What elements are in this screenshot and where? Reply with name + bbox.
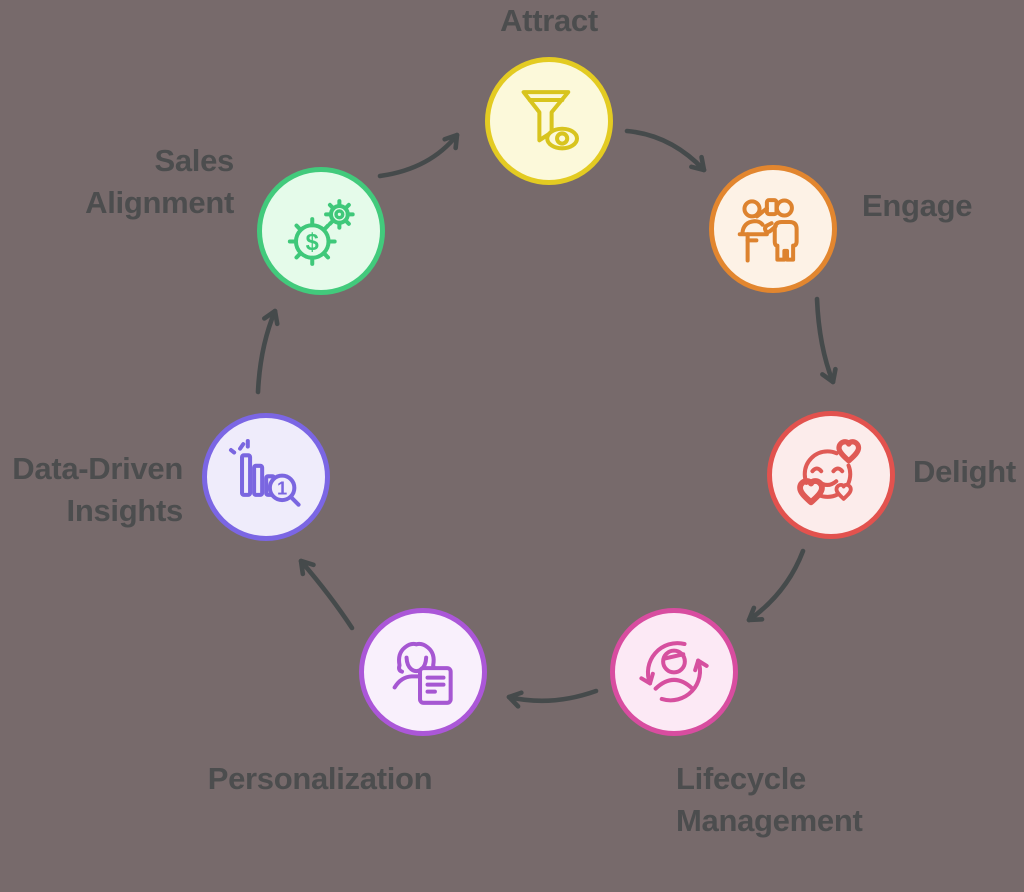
funnel-eye-icon xyxy=(521,90,580,151)
magnifier-shape: 1 xyxy=(267,473,301,507)
person-cycle-icon xyxy=(639,641,709,703)
document-shape xyxy=(418,666,453,705)
meeting-people-icon xyxy=(737,198,799,263)
smiley-hearts-icon xyxy=(789,433,873,517)
cycle-arrows-shape xyxy=(639,641,709,703)
label-delight: Delight xyxy=(913,454,1016,489)
label-personalization: Personalization xyxy=(207,761,433,796)
node-attract xyxy=(485,57,613,185)
eye-shape xyxy=(545,126,580,151)
bar-chart-magnifier-icon: 1 xyxy=(228,438,301,507)
arrow-attract-to-engage xyxy=(624,128,707,173)
node-personalization xyxy=(359,608,487,736)
person-bust-shape xyxy=(392,641,436,690)
listener-person-shape xyxy=(763,198,799,262)
arrow-sales-to-attract xyxy=(377,132,460,179)
label-data-insights: Data-Driven Insights xyxy=(12,451,183,528)
gear-dollar-sign: $ xyxy=(306,230,319,256)
node-engage xyxy=(709,165,837,293)
arrow-delight-to-lifecycle xyxy=(746,548,806,623)
person-shape xyxy=(653,648,695,691)
speaker-person-shape xyxy=(737,198,779,263)
magnifier-number: 1 xyxy=(277,478,287,499)
arrow-data-to-sales xyxy=(255,308,280,395)
arrow-lifecycle-to-personalization xyxy=(506,688,599,709)
node-data-insights: 1 xyxy=(202,413,330,541)
label-attract: Attract xyxy=(500,3,598,38)
gears-dollar-icon: $ xyxy=(287,199,355,266)
label-lifecycle: Lifecycle Management xyxy=(676,761,863,838)
person-document-icon xyxy=(392,641,453,705)
label-sales-alignment: Sales Alignment xyxy=(85,143,234,220)
label-engage: Engage xyxy=(862,188,973,223)
small-gear-shape xyxy=(324,199,355,230)
node-lifecycle xyxy=(610,608,738,736)
node-sales-alignment: $ xyxy=(257,167,385,295)
large-gear-shape xyxy=(287,217,337,266)
sparkle-shape xyxy=(228,438,250,455)
arrow-personalization-to-data xyxy=(298,558,355,631)
arrow-engage-to-delight xyxy=(814,296,838,385)
node-delight xyxy=(767,411,895,539)
